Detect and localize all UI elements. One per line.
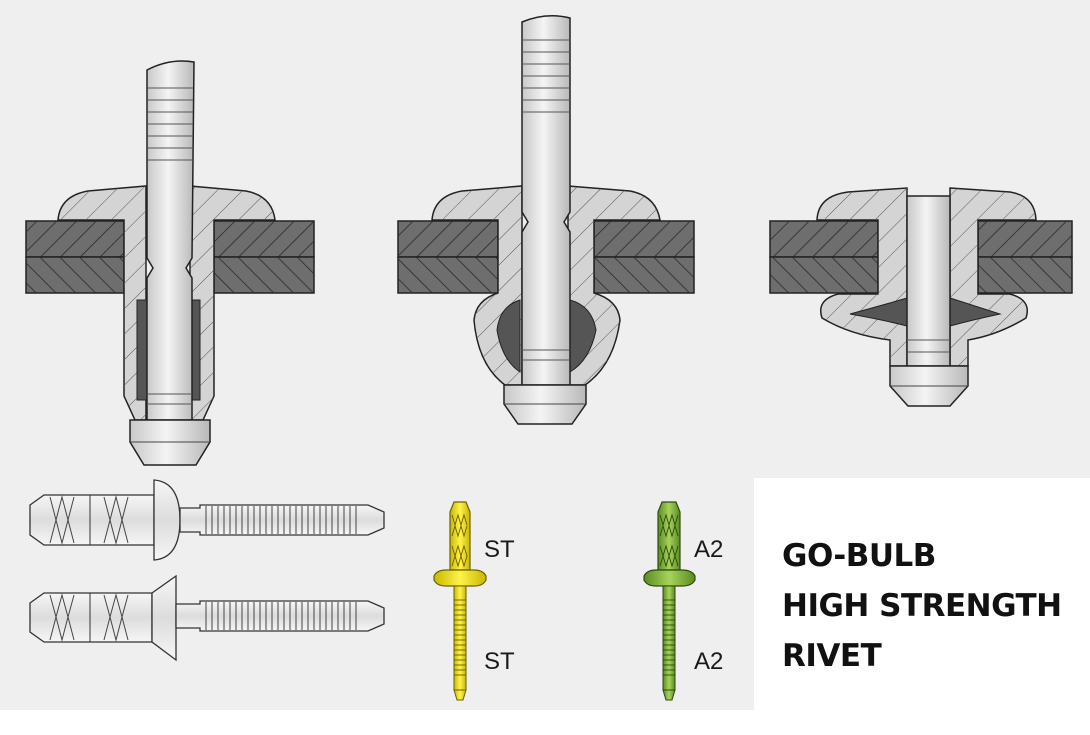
stage-2-cavity-right	[569, 299, 597, 373]
caption-block: GO-BULB HIGH STRENGTH RIVET	[754, 478, 1090, 710]
stage-2-plate-left	[397, 220, 499, 294]
caption-line-3: RIVET	[782, 638, 882, 674]
stainless-rivet-green	[643, 501, 696, 701]
stage-1-inserted-rivet	[25, 60, 315, 466]
stage-3-cavity-left	[849, 297, 908, 327]
stage-3-mandrel	[889, 195, 969, 407]
stage-2-plate-right	[593, 220, 695, 294]
stage-2-cavity-left	[496, 299, 521, 373]
caption-line-2: HIGH STRENGTH	[782, 588, 1062, 624]
stage-1-mandrel	[129, 60, 211, 466]
stage-2-bulb-forming	[397, 15, 695, 425]
caption-line-1: GO-BULB	[782, 538, 936, 574]
steel-mandrel-marking: ST	[484, 648, 515, 675]
stage-3-plate-right	[977, 220, 1073, 294]
steel-rivet-yellow	[433, 501, 487, 701]
steel-body-marking: ST	[484, 536, 515, 563]
stainless-mandrel-marking: A2	[694, 648, 724, 675]
stage-1-upper-plate-right	[213, 220, 315, 294]
countersunk-head-rivet	[29, 574, 385, 662]
stainless-body-marking: A2	[694, 536, 724, 563]
stage-3-set-rivet	[769, 187, 1073, 407]
stage-2-mandrel	[503, 15, 587, 425]
stage-1-upper-plate-left	[25, 220, 125, 294]
stage-1-cavity-left	[136, 299, 148, 401]
stage-3-cavity-right	[949, 297, 1002, 327]
dome-head-rivet	[29, 479, 385, 561]
stage-3-plate-left	[769, 220, 879, 294]
